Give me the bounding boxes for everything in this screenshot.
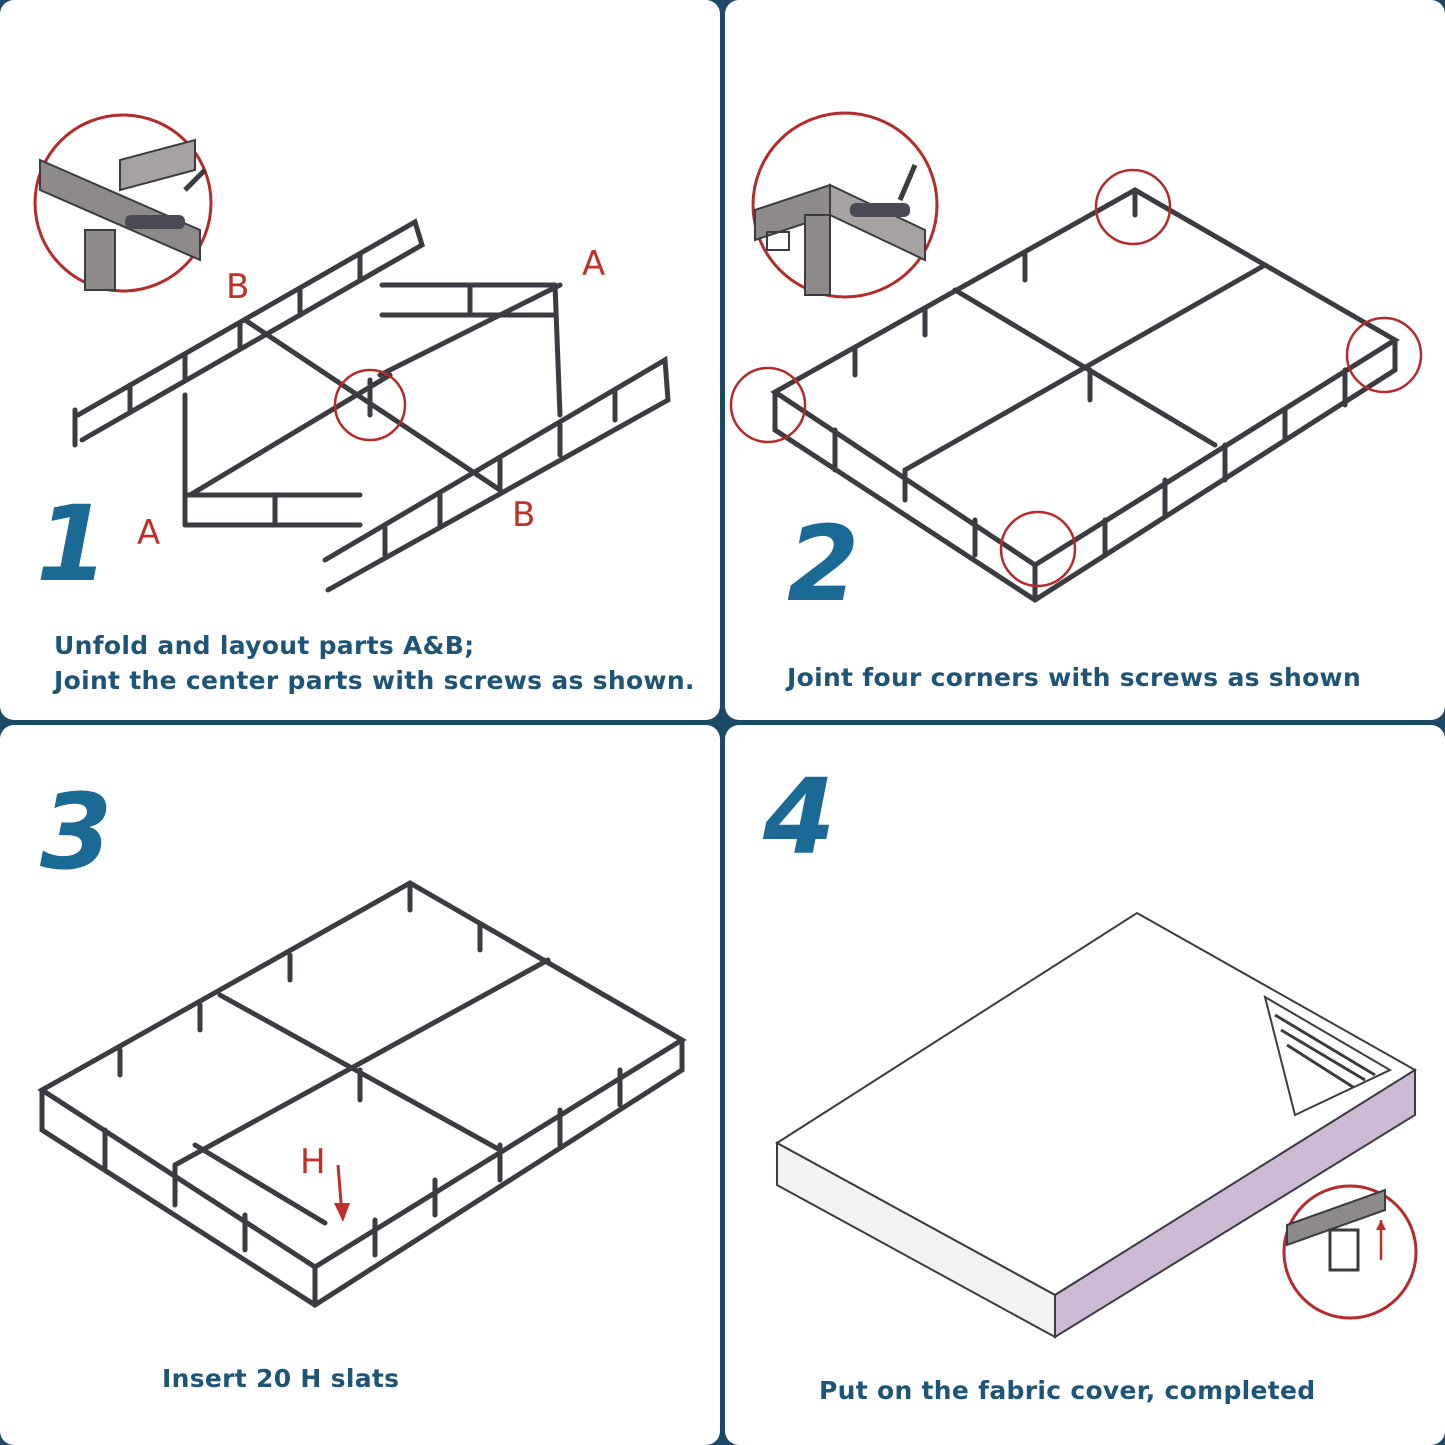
step-1-caption-line-1: Unfold and layout parts A&B; — [54, 631, 475, 660]
step-3-illustration: H — [37, 880, 687, 1308]
step-1-panel: B A A B 1 Unfold and layout parts A&B; J… — [0, 0, 720, 720]
step-4-panel: 4 Put on the fabric cover, completed — [725, 725, 1445, 1445]
insert-arrow-icon — [334, 1164, 350, 1222]
label-b-top: B — [226, 267, 249, 307]
step-1-caption-line-2: Joint the center parts with screws as sh… — [54, 666, 695, 695]
zoom-callout — [751, 111, 939, 299]
step-3-number: 3 — [40, 771, 113, 893]
step-2-illustration — [729, 111, 1423, 603]
step-1-number: 1 — [36, 483, 109, 605]
label-h: H — [300, 1142, 326, 1182]
step-4-illustration — [775, 911, 1418, 1339]
zoom-callout — [33, 113, 213, 293]
step-4-caption: Put on the fabric cover, completed — [819, 1376, 1316, 1405]
label-b-bottom: B — [512, 495, 535, 535]
step-2-number: 2 — [787, 503, 860, 625]
label-a-left: A — [137, 513, 160, 553]
step-4-number: 4 — [763, 756, 836, 878]
step-3-panel: H 3 Insert 20 H slats — [0, 725, 720, 1445]
step-1-illustration: B A A B — [33, 113, 671, 593]
zoom-callout — [1282, 1184, 1418, 1320]
step-2-caption: Joint four corners with screws as shown — [787, 663, 1362, 692]
step-2-panel: 2 Joint four corners with screws as show… — [725, 0, 1445, 720]
label-a-top: A — [582, 244, 605, 284]
step-3-caption: Insert 20 H slats — [162, 1364, 400, 1393]
